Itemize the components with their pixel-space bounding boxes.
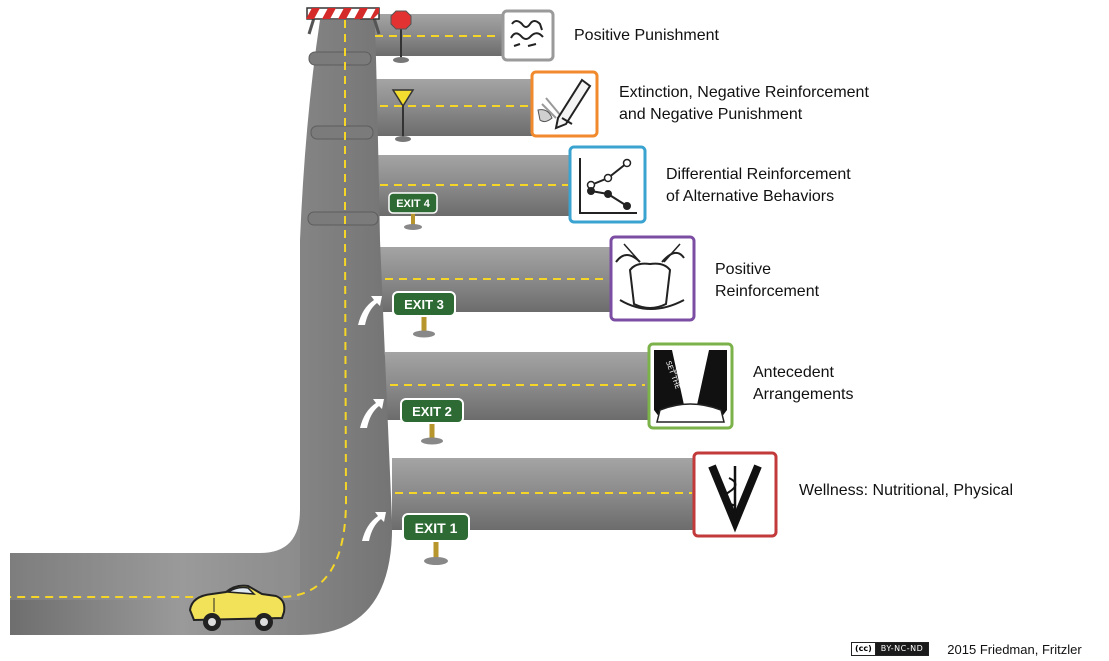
exit-sign-4-label: EXIT 4 (396, 198, 431, 210)
label-line: Arrangements (753, 386, 854, 403)
exit-sign-1-label: EXIT 1 (415, 520, 458, 536)
main-road (10, 20, 393, 635)
label-wellness: Wellness: Nutritional, Physical (799, 480, 1013, 502)
exit-sign-3: EXIT 3 (392, 291, 456, 338)
label-line: Positive (715, 261, 772, 278)
lane-markings (10, 20, 692, 598)
label-line: and Negative Punishment (619, 106, 803, 123)
label-dra: Differential Reinforcement of Alternativ… (666, 164, 851, 208)
main-road-lower-band (10, 510, 300, 600)
label-line: Differential Reinforcement (666, 166, 851, 183)
ramp-wellness (392, 458, 698, 530)
license-badge[interactable]: (cc) BY-NC-ND (851, 642, 930, 656)
exit-sign-4: EXIT 4 (388, 192, 438, 230)
exit-sign-3-label: EXIT 3 (404, 297, 444, 312)
label-line: Positive Punishment (574, 27, 719, 44)
picture-positive-reinforcement (609, 235, 696, 322)
exit-sign-2-label: EXIT 2 (412, 404, 452, 419)
footer: (cc) BY-NC-ND 2015 Friedman, Fritzler (851, 641, 1082, 657)
yield-sign (391, 89, 415, 142)
label-line: Antecedent (753, 364, 834, 381)
cc-icon: (cc) (852, 643, 876, 655)
label-line: of Alternative Behaviors (666, 188, 835, 205)
license-terms: BY-NC-ND (875, 643, 929, 655)
label-antecedent: Antecedent Arrangements (753, 362, 854, 406)
car (188, 584, 286, 631)
exit-sign-2: EXIT 2 (400, 398, 464, 445)
picture-positive-punishment (501, 9, 555, 62)
credit-text: 2015 Friedman, Fritzler (947, 641, 1082, 657)
label-positive-punishment: Positive Punishment (574, 25, 719, 47)
road-ribs (307, 51, 379, 226)
stop-sign (390, 10, 412, 63)
picture-dra (568, 145, 647, 224)
picture-extinction (530, 70, 599, 138)
label-extinction: Extinction, Negative Reinforcement and N… (619, 82, 869, 126)
exit-sign-1: EXIT 1 (402, 513, 470, 565)
label-line: Wellness: Nutritional, Physical (799, 482, 1014, 499)
arrow-exit-1 (362, 512, 386, 541)
label-positive-reinforcement: Positive Reinforcement (715, 259, 819, 303)
label-line: Extinction, Negative Reinforcement (619, 84, 869, 101)
picture-antecedent: SET THE STAGE (647, 342, 734, 430)
arrow-exit-2 (360, 399, 384, 428)
picture-wellness (692, 451, 778, 538)
arrow-exit-3 (358, 296, 382, 325)
ramp-extinction (362, 79, 535, 136)
road-barrier (306, 7, 381, 35)
exit-arrows (358, 296, 386, 541)
label-line: Reinforcement (715, 283, 820, 300)
